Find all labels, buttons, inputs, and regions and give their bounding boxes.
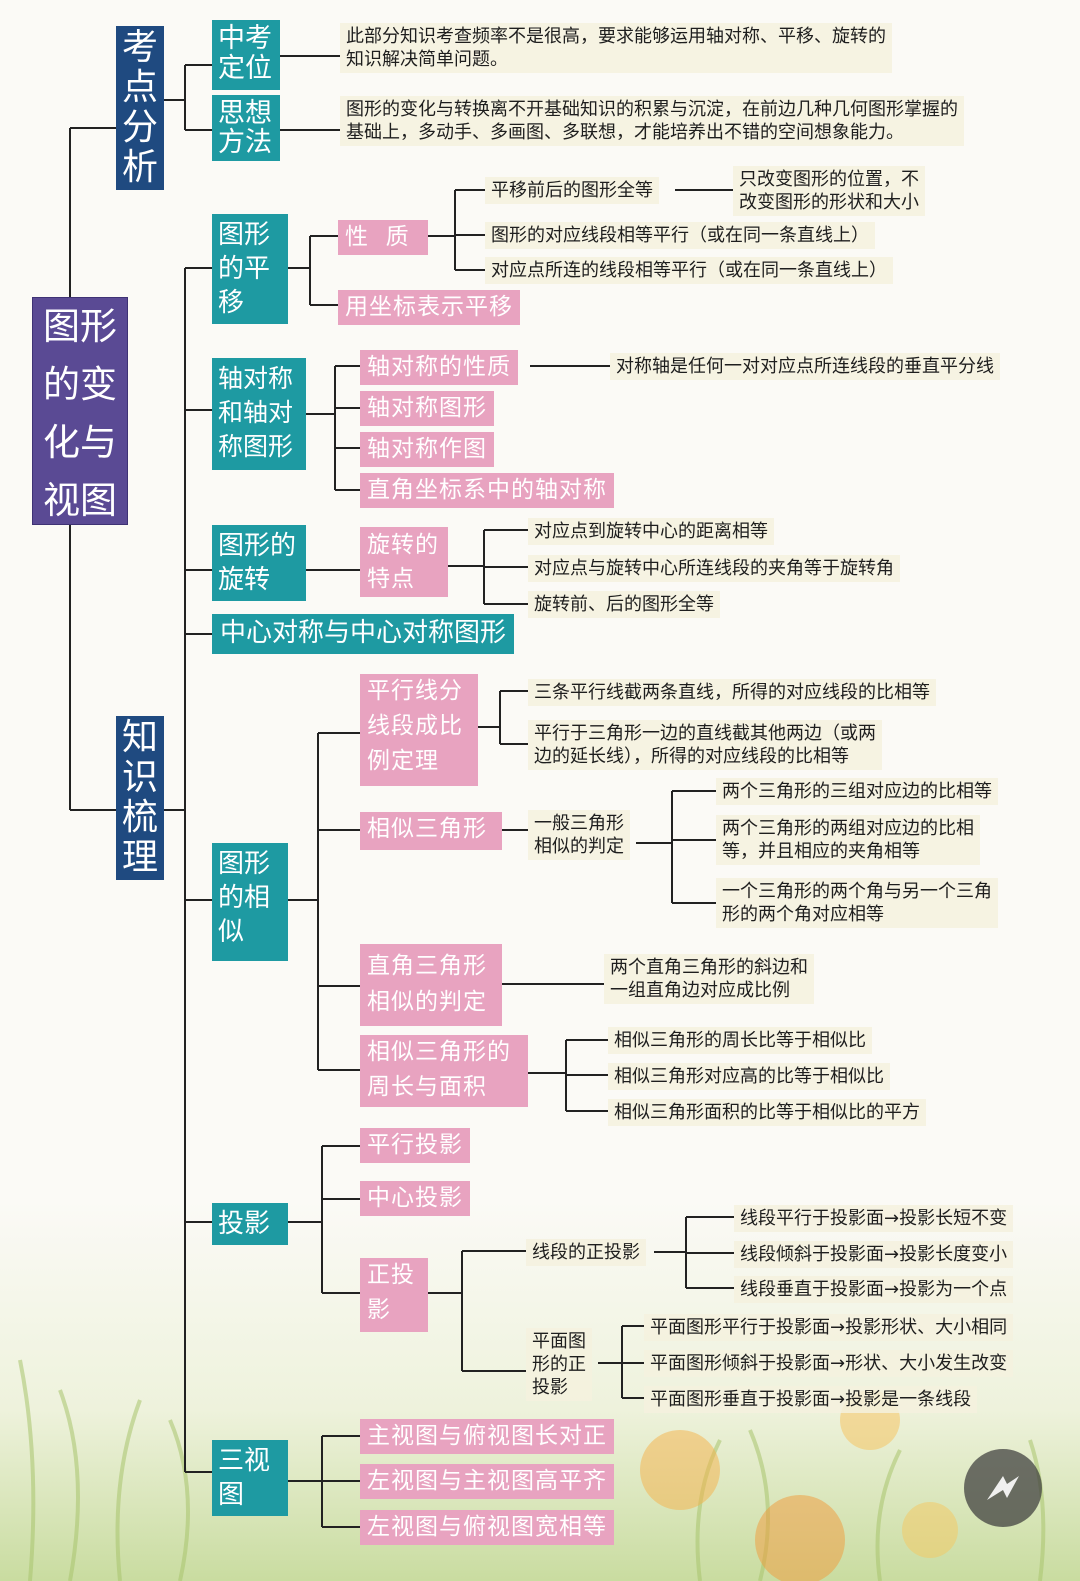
three-views-item: 主视图与俯视图长对正 [360, 1419, 614, 1454]
knowledge-review-heading: 知 识 梳 理 [116, 716, 164, 880]
parallel-projection-node: 平行投影 [360, 1128, 470, 1163]
axial-drawing-node: 轴对称作图 [360, 432, 494, 467]
general-criteria-item: 一个三角形的两个角与另一个三角 形的两个角对应相等 [716, 878, 998, 928]
orthographic-projection-node: 正投 影 [360, 1258, 428, 1332]
similarity-node: 图形 的相 似 [212, 843, 288, 961]
plane-projection-label: 平面图 形的正 投影 [526, 1328, 592, 1401]
segment-projection-item: 线段垂直于投影面→投影为一个点 [734, 1276, 1014, 1303]
translation-coordinate-node: 用坐标表示平移 [338, 290, 520, 325]
root-topic: 图形 的变 化与 视图 [32, 297, 128, 525]
three-views-item: 左视图与俯视图宽相等 [360, 1510, 614, 1545]
translation-node: 图形 的平 移 [212, 214, 288, 324]
exam-positioning-label: 中考 定位 [212, 20, 280, 90]
similar-triangles-node: 相似三角形 [360, 812, 502, 850]
general-criteria-item: 两个三角形的两组对应边的比相 等，并且相应的夹角相等 [716, 815, 980, 865]
parallel-lines-theorem-node: 平行线分 线段成比 例定理 [360, 674, 478, 786]
general-triangle-criteria-label: 一般三角形 相似的判定 [528, 810, 630, 860]
three-views-node: 三视 图 [212, 1440, 288, 1516]
translation-property-note: 只改变图形的位置，不 改变图形的形状和大小 [733, 166, 925, 216]
exam-analysis-heading: 考 点 分 析 [116, 26, 164, 190]
rotation-feature-item: 对应点到旋转中心的距离相等 [528, 518, 774, 545]
segment-projection-label: 线段的正投影 [526, 1239, 646, 1266]
translation-property-item: 对应点所连的线段相等平行（或在同一条直线上） [485, 257, 893, 284]
axial-coordinate-node: 直角坐标系中的轴对称 [360, 473, 614, 508]
segment-projection-item: 线段平行于投影面→投影长短不变 [734, 1205, 1014, 1232]
perimeter-area-item: 相似三角形面积的比等于相似比的平方 [608, 1099, 926, 1126]
axial-figure-node: 轴对称图形 [360, 391, 494, 426]
projection-node: 投影 [212, 1203, 288, 1245]
parallel-theorem-item: 平行于三角形一边的直线截其他两边（或两 边的延长线），所得的对应线段的比相等 [528, 720, 882, 770]
thinking-method-text: 图形的变化与转换离不开基础知识的积累与沉淀，在前边几种几何图形掌握的 基础上，多… [340, 96, 964, 146]
rotation-feature-item: 旋转前、后的图形全等 [528, 591, 720, 618]
segment-projection-item: 线段倾斜于投影面→投影长度变小 [734, 1241, 1014, 1268]
general-criteria-item: 两个三角形的三组对应边的比相等 [716, 778, 998, 805]
plane-projection-item: 平面图形倾斜于投影面→形状、大小发生改变 [644, 1350, 1014, 1377]
right-triangle-criteria-text: 两个直角三角形的斜边和 一组直角边对应成比例 [604, 954, 814, 1004]
parallel-theorem-item: 三条平行线截两条直线，所得的对应线段的比相等 [528, 679, 936, 706]
axial-property-text: 对称轴是任何一对对应点所连线段的垂直平分线 [610, 353, 1000, 380]
rotation-feature-item: 对应点与旋转中心所连线段的夹角等于旋转角 [528, 555, 900, 582]
thinking-method-label: 思想 方法 [212, 95, 280, 161]
axial-symmetry-node: 轴对称 和轴对 称图形 [212, 358, 306, 470]
perimeter-area-node: 相似三角形的 周长与面积 [360, 1035, 528, 1107]
exam-positioning-text: 此部分知识考查频率不是很高，要求能够运用轴对称、平移、旋转的 知识解决简单问题。 [340, 23, 892, 73]
plane-projection-item: 平面图形平行于投影面→投影形状、大小相同 [644, 1314, 1014, 1341]
central-projection-node: 中心投影 [360, 1181, 470, 1216]
share-icon [987, 1476, 1019, 1500]
perimeter-area-item: 相似三角形的周长比等于相似比 [608, 1027, 872, 1054]
rotation-feature-node: 旋转的 特点 [360, 527, 448, 597]
rotation-node: 图形的 旋转 [212, 525, 306, 601]
plane-projection-item: 平面图形垂直于投影面→投影是一条线段 [644, 1386, 978, 1413]
translation-property-item: 图形的对应线段相等平行（或在同一条直线上） [485, 222, 875, 249]
translation-property-item: 平移前后的图形全等 [485, 177, 659, 204]
share-button[interactable] [964, 1449, 1042, 1527]
perimeter-area-item: 相似三角形对应高的比等于相似比 [608, 1063, 890, 1090]
translation-property-node: 性 质 [338, 220, 428, 255]
right-triangle-criteria-node: 直角三角形 相似的判定 [360, 944, 502, 1026]
three-views-item: 左视图与主视图高平齐 [360, 1464, 614, 1499]
central-symmetry-node: 中心对称与中心对称图形 [212, 614, 515, 654]
axial-property-node: 轴对称的性质 [360, 350, 518, 385]
